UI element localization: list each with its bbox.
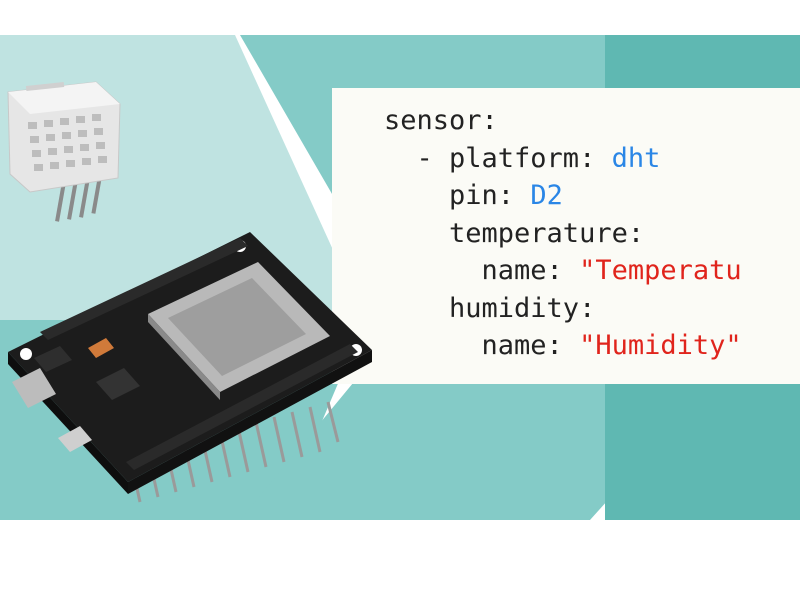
code-key: - platform: xyxy=(384,142,612,174)
sensor-pins xyxy=(55,175,102,222)
dht-sensor-icon xyxy=(7,81,121,222)
code-value: dht xyxy=(611,142,661,174)
board-components xyxy=(12,338,140,452)
sensor-body xyxy=(7,81,121,193)
code-line: sensor: xyxy=(384,102,498,139)
code-line: pin: D2 xyxy=(384,177,563,214)
esp32-module xyxy=(148,262,330,400)
code-line: humidity: xyxy=(384,290,595,327)
code-value: D2 xyxy=(530,180,563,211)
code-line: name: "Humidity" xyxy=(384,327,742,364)
code-value: "Temperatu xyxy=(579,255,742,286)
code-key: sensor: xyxy=(384,105,498,136)
code-value: "Humidity" xyxy=(579,330,742,361)
code-line: - platform: dht xyxy=(384,140,661,177)
code-key: humidity: xyxy=(384,292,596,324)
code-key: name: xyxy=(384,330,580,361)
board-headers xyxy=(40,238,358,470)
esp32-board-icon xyxy=(8,232,372,503)
code-key: temperature: xyxy=(384,217,645,249)
code-line: temperature: xyxy=(384,215,644,252)
code-key: pin: xyxy=(384,180,531,211)
code-key: name: xyxy=(384,255,580,286)
code-panel: sensor: - platform: dht pin: D2 temperat… xyxy=(332,88,800,384)
code-line: name: "Temperatu xyxy=(384,252,742,289)
